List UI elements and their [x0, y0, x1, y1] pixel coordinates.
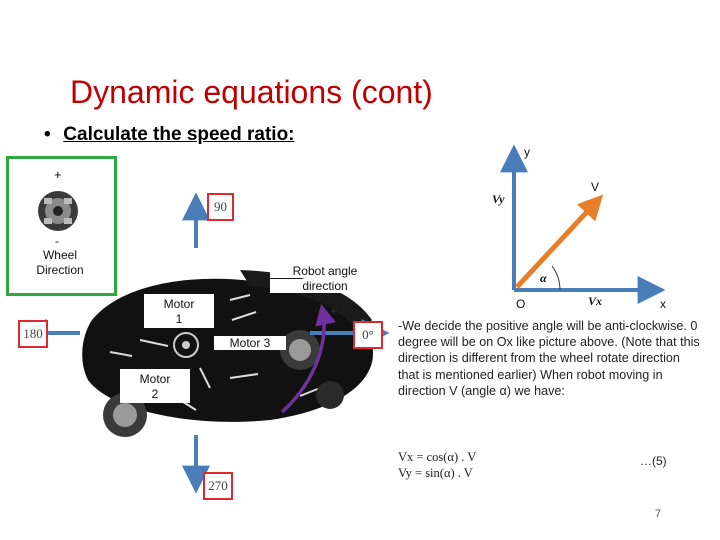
- page-number: 7: [655, 508, 662, 520]
- bullet-text: Calculate the speed ratio:: [63, 124, 295, 145]
- angle-270-box: 270: [203, 472, 233, 500]
- vx-label: Vx: [588, 294, 603, 308]
- wheel-label-line2: Direction: [36, 263, 84, 277]
- angle-90-box: 90: [207, 193, 234, 221]
- y-axis-label: y: [524, 145, 530, 159]
- explanation-paragraph: -We decide the positive angle will be an…: [398, 319, 700, 398]
- alpha-label: α: [540, 271, 547, 285]
- bullet-dot: •: [44, 124, 51, 145]
- robot-angle-label-line1: Robot angle: [270, 264, 380, 278]
- wheel-plus: +: [54, 167, 62, 182]
- alpha-arc: [551, 265, 561, 291]
- equation-vy: Vy = sin(α) . V: [398, 466, 473, 480]
- v-label: V: [591, 180, 600, 194]
- angle-180-box: 180: [18, 320, 48, 348]
- angle-0-box: 0°: [353, 321, 383, 349]
- robot-chassis: [82, 270, 374, 437]
- omni-wheel-icon: [38, 191, 78, 231]
- equation-number: …(5): [640, 454, 667, 468]
- rotation-arrow: [280, 303, 336, 414]
- wheel-minus: -: [55, 234, 59, 248]
- equation-vx: Vx = cos(α) . V: [398, 450, 477, 464]
- slide-title: Dynamic equations (cont): [70, 74, 433, 110]
- robot-angle-plus: +: [330, 303, 338, 318]
- x-axis-label: x: [660, 297, 666, 311]
- motor1-label-bg: [144, 294, 214, 328]
- motor1-label-line2: 1: [175, 312, 183, 326]
- wheel-label-line1: Wheel: [42, 248, 77, 262]
- origin-label: O: [516, 297, 526, 311]
- vy-label: Vy: [492, 192, 505, 206]
- motor3-label: Motor 3: [214, 336, 286, 350]
- motor2-label-bg: [120, 369, 190, 403]
- v-vector: [515, 194, 604, 289]
- bullet-line: • Calculate the speed ratio:: [44, 124, 295, 146]
- vector-diagram: [500, 144, 666, 304]
- robot-angle-label-line2: direction: [270, 279, 380, 293]
- motor2-label-line1: Motor: [139, 372, 171, 386]
- motor2-label-line2: 2: [151, 387, 159, 401]
- wheel-direction-box: [6, 156, 117, 296]
- motor1-label-line1: Motor: [163, 297, 195, 311]
